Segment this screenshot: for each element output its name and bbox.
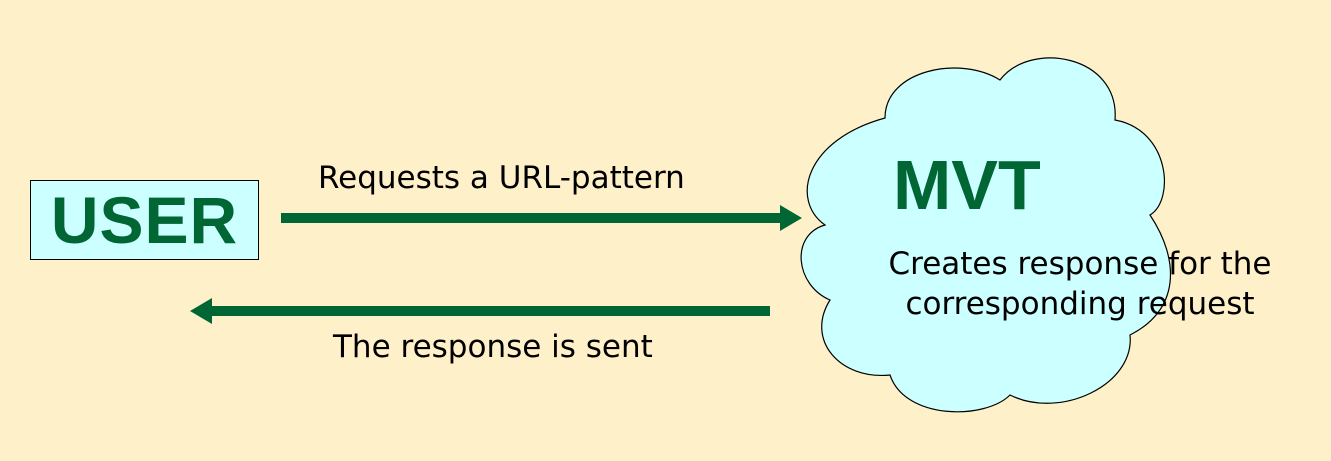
mvt-cloud bbox=[800, 57, 1172, 413]
user-label: USER bbox=[50, 183, 239, 257]
response-label: The response is sent bbox=[333, 329, 653, 365]
response-arrow bbox=[190, 298, 770, 324]
mvt-description-line-2: corresponding request bbox=[905, 286, 1255, 322]
mvt-description: Creates response for the corresponding r… bbox=[860, 244, 1300, 324]
mvt-title: MVT bbox=[893, 146, 1041, 224]
request-label: Requests a URL-pattern bbox=[318, 160, 685, 196]
user-node: USER bbox=[30, 180, 259, 260]
request-arrow bbox=[281, 205, 802, 231]
mvt-description-line-1: Creates response for the bbox=[888, 246, 1272, 282]
